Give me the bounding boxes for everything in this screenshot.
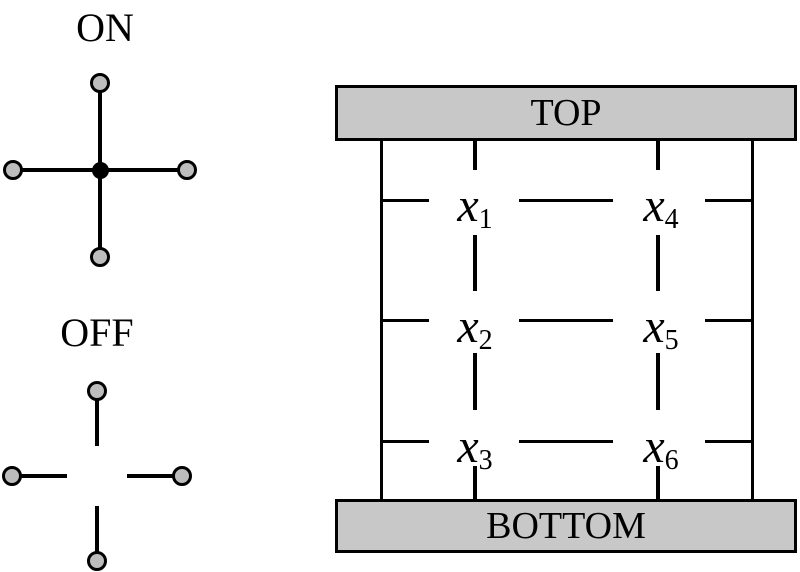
switch-x3-base: x (457, 420, 479, 473)
switch-x6-subscript: 6 (664, 445, 679, 476)
column-left-lead-3 (473, 353, 477, 410)
row1-right-wire (705, 199, 754, 202)
on-switch-terminal-left (3, 160, 23, 180)
row3-middle-wire (519, 440, 613, 443)
row1-middle-wire (519, 199, 613, 202)
row2-right-wire (705, 319, 754, 322)
legend-on-label: ON (76, 5, 134, 50)
switch-x5-base: x (643, 300, 665, 353)
switch-x4-base: x (643, 179, 665, 232)
switch-x1-base: x (457, 179, 479, 232)
switch-x4-subscript: 4 (664, 204, 679, 235)
switch-label-x2: x2 (457, 300, 492, 355)
off-switch-terminal-top (87, 381, 107, 401)
row1-left-wire (380, 199, 429, 202)
column-left-lead-1 (473, 141, 477, 170)
switch-label-x1: x1 (457, 179, 492, 234)
top-bus-bar: TOP (335, 85, 797, 141)
off-switch-left-lead (20, 474, 67, 478)
top-bus-bar-label: TOP (530, 92, 602, 134)
legend-off-label: OFF (60, 310, 134, 355)
bottom-bus-bar: BOTTOM (335, 499, 797, 553)
row3-left-wire (380, 440, 429, 443)
column-left-lead-4 (473, 466, 477, 499)
off-switch-terminal-left (2, 466, 22, 486)
switch-x2-base: x (457, 300, 479, 353)
off-switch-top-lead (95, 395, 99, 446)
off-switch-bottom-lead (95, 506, 99, 555)
column-left-lead-2 (473, 235, 477, 291)
row2-left-wire (380, 319, 429, 322)
off-switch-terminal-right (172, 466, 192, 486)
on-switch-terminal-top (90, 73, 110, 93)
switch-x1-subscript: 1 (478, 204, 493, 235)
column-right-lead-1 (656, 141, 660, 170)
switch-x5-subscript: 5 (664, 325, 679, 356)
column-right-lead-3 (656, 353, 660, 410)
on-switch-center-contact (92, 162, 109, 179)
switch-label-x5: x5 (643, 300, 678, 355)
column-right-lead-2 (656, 235, 660, 291)
switch-x3-subscript: 3 (478, 445, 493, 476)
off-switch-terminal-bottom (87, 551, 107, 571)
switch-x2-subscript: 2 (478, 325, 493, 356)
switch-label-x3: x3 (457, 420, 492, 475)
switch-label-x4: x4 (643, 179, 678, 234)
row2-middle-wire (519, 319, 613, 322)
switch-label-x6: x6 (643, 420, 678, 475)
off-switch-right-lead (127, 474, 174, 478)
switch-x6-base: x (643, 420, 665, 473)
on-switch-terminal-bottom (90, 247, 110, 267)
bottom-bus-bar-label: BOTTOM (486, 505, 646, 547)
on-switch-terminal-right (177, 160, 197, 180)
row3-right-wire (705, 440, 754, 443)
column-right-lead-4 (656, 466, 660, 499)
